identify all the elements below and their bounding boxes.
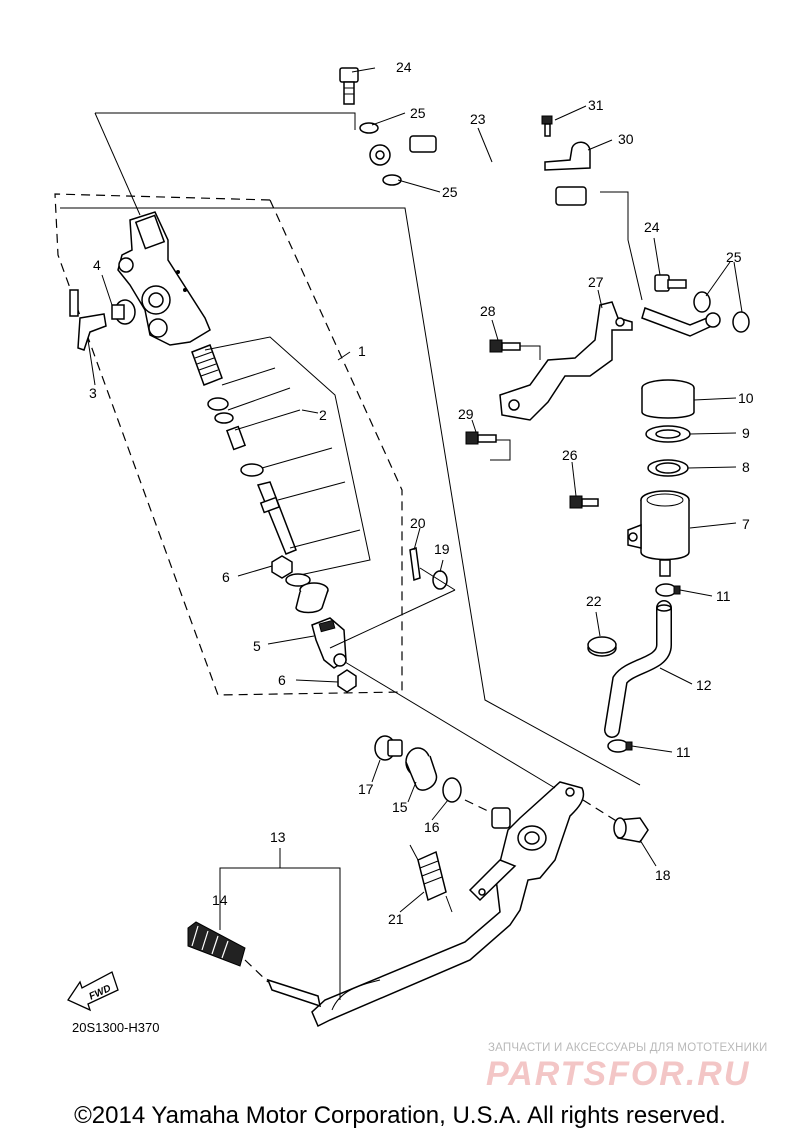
union-bolt-24-side [654, 274, 687, 292]
bolt-26 [569, 495, 599, 509]
clevis-5 [311, 617, 347, 669]
grommet-4 [111, 299, 136, 325]
callout-31: 31 [588, 97, 604, 113]
clamp-22 [587, 636, 617, 657]
callout-8: 8 [742, 459, 750, 475]
callout-leaders [87, 67, 743, 1000]
callout-9: 9 [742, 425, 750, 441]
piston-kit-2 [191, 344, 297, 555]
footrest-14 [187, 921, 321, 1008]
nut-6-lower [337, 669, 357, 693]
callout-16: 16 [424, 819, 440, 835]
bracket-leader-2 [490, 439, 511, 461]
master-cylinder-1 [117, 211, 211, 346]
callout-6b: 6 [278, 672, 286, 688]
fwd-arrow-icon: FWD [67, 971, 119, 1012]
bracket-27 [499, 301, 633, 421]
dashed-assembly-lines [244, 567, 619, 983]
callout-24b: 24 [644, 219, 660, 235]
brake-hose-23 [369, 135, 603, 206]
brake-pedal-13 [311, 781, 585, 1028]
callout-13: 13 [270, 829, 286, 845]
callout-3: 3 [89, 385, 97, 401]
dust-seal-17 [374, 735, 403, 761]
hose-clip-11-lower [607, 739, 633, 753]
callout-21: 21 [388, 911, 404, 927]
callout-27: 27 [588, 274, 604, 290]
pin-18 [613, 817, 649, 843]
hose-end-fitting [641, 307, 721, 337]
callout-7: 7 [742, 516, 750, 532]
callout-26: 26 [562, 447, 578, 463]
washer-upper [285, 573, 311, 587]
cotter-pin-20 [409, 547, 421, 581]
callout-10: 10 [738, 390, 754, 406]
callout-25a: 25 [410, 105, 426, 121]
callout-20: 20 [410, 515, 426, 531]
callout-18: 18 [655, 867, 671, 883]
callout-6a: 6 [222, 569, 230, 585]
bolt-29 [465, 431, 497, 445]
callout-22: 22 [586, 593, 602, 609]
callout-25c: 25 [726, 249, 742, 265]
callout-1: 1 [358, 343, 366, 359]
callout-11b: 11 [676, 744, 691, 760]
copyright-notice: ©2014 Yamaha Motor Corporation, U.S.A. A… [74, 1102, 726, 1129]
callout-25b: 25 [442, 184, 458, 200]
nut-6-upper [271, 555, 293, 579]
union-bolt-24-top [339, 67, 359, 105]
callout-2: 2 [319, 407, 327, 423]
callout-24a: 24 [396, 59, 412, 75]
hose-joint-3 [69, 289, 107, 351]
boot [295, 582, 329, 614]
o-ring-16 [442, 777, 462, 803]
callout-11a: 11 [716, 588, 731, 604]
cap-10 [641, 379, 695, 419]
spring-21 [409, 844, 453, 913]
callout-15: 15 [392, 799, 408, 815]
drawing-code: 20S1300-H370 [72, 1020, 159, 1035]
washer-25-c [693, 291, 711, 313]
hose-12 [604, 600, 672, 738]
washer-25-b [382, 174, 402, 186]
washer-25-d [732, 311, 750, 333]
callout-19: 19 [434, 541, 450, 557]
reservoir-7 [627, 490, 690, 577]
hose-clamp-30 [544, 141, 591, 171]
screw-31 [541, 115, 553, 137]
watermark-logo: PARTSFOR.RU [486, 1055, 751, 1093]
assembly-boundary [54, 112, 643, 786]
lead-lines-2 [204, 336, 371, 576]
bracket-leader [520, 345, 541, 360]
watermark-subtitle: ЗАПЧАСТИ И АКСЕССУАРЫ ДЛЯ МОТОТЕХНИКИ [488, 1042, 768, 1054]
bolt-28 [489, 339, 521, 353]
plate-9 [645, 425, 691, 443]
hose-clip-11-upper [655, 583, 681, 597]
callout-12: 12 [696, 677, 712, 693]
callout-4: 4 [93, 257, 101, 273]
washer-25-a [359, 122, 379, 134]
callout-14: 14 [212, 892, 228, 908]
bushing-15 [405, 747, 438, 791]
diaphragm-8 [647, 459, 689, 477]
callout-28: 28 [480, 303, 496, 319]
callout-29: 29 [458, 406, 474, 422]
callout-30: 30 [618, 131, 634, 147]
callout-17: 17 [358, 781, 374, 797]
callout-5: 5 [253, 638, 261, 654]
pedal-shaft [491, 807, 511, 829]
callout-23: 23 [470, 111, 486, 127]
callout-labels: 1 2 3 4 5 6 6 7 8 9 10 11 11 12 13 14 15… [89, 59, 754, 927]
